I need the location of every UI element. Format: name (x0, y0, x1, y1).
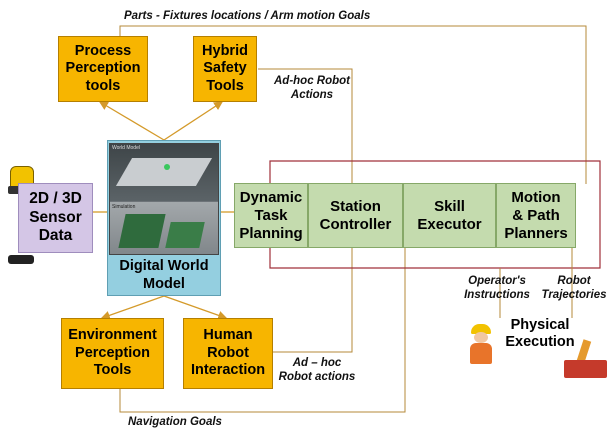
world-model-caption: World Model (112, 145, 140, 151)
environment-perception-label: Environment Perception Tools (68, 327, 157, 379)
operators-instructions-label: Operator's Instructions (464, 275, 530, 302)
adhoc-bottom-line (273, 246, 353, 353)
spoke-hri (163, 295, 228, 320)
simulation-view (110, 202, 218, 255)
adhoc-top-line (258, 68, 353, 186)
human-robot-interaction-box[interactable]: Human Robot Interaction (183, 318, 273, 389)
depth-camera-icon (8, 255, 34, 264)
spoke-environment (100, 295, 165, 320)
sensor-data-label: 2D / 3D Sensor Data (29, 190, 82, 245)
sensor-data-box[interactable]: 2D / 3D Sensor Data (18, 183, 93, 253)
dynamic-task-planning-box[interactable]: Dynamic Task Planning (234, 183, 308, 248)
sim-machine-shape (118, 214, 166, 248)
hybrid-safety-label: Hybrid Safety Tools (202, 42, 248, 94)
process-perception-label: Process Perception tools (65, 42, 141, 94)
spoke-hybrid (163, 101, 224, 141)
motion-path-planners-box[interactable]: Motion & Path Planners (496, 183, 576, 248)
physical-execution-label: Physical Execution (505, 316, 575, 350)
adhoc-top-label: Ad-hoc Robot Actions (273, 75, 350, 102)
dynamic-task-planning-label: Dynamic Task Planning (239, 188, 303, 242)
motion-path-planners-label: Motion & Path Planners (504, 188, 568, 242)
robot-cart-icon (564, 339, 609, 380)
adhoc-bottom-label: Ad – hoc Robot actions (278, 357, 356, 384)
station-controller-box[interactable]: Station Controller (308, 183, 403, 248)
station-controller-label: Station Controller (319, 197, 392, 233)
navigation-goals-line (119, 246, 406, 413)
world-model-screenshot: World Model Simulation (109, 143, 219, 256)
world-model-view (110, 144, 218, 201)
spoke-process (98, 101, 165, 141)
floor-plate-shape (115, 158, 213, 186)
skill-executor-box[interactable]: Skill Executor (403, 183, 496, 248)
robot-base-shape (564, 360, 607, 378)
sim-machine2-shape (165, 222, 205, 248)
skill-executor-label: Skill Executor (417, 197, 482, 233)
simulation-caption: Simulation (112, 204, 136, 210)
navigation-goals-label: Navigation Goals (128, 416, 222, 428)
environment-perception-box[interactable]: Environment Perception Tools (61, 318, 164, 389)
worker-helmet-shape (471, 324, 491, 334)
digital-world-model-box[interactable]: World Model Simulation Digital World Mod… (107, 140, 221, 296)
robot-trajectories-label: Robot Trajectories (541, 275, 607, 302)
digital-world-model-label: Digital World Model (119, 258, 209, 292)
process-perception-box[interactable]: Process Perception tools (58, 36, 148, 102)
worker-body-shape (470, 343, 492, 364)
worker-head-shape (474, 332, 488, 343)
worker-icon (468, 324, 494, 364)
hybrid-safety-box[interactable]: Hybrid Safety Tools (193, 36, 257, 102)
human-robot-interaction-label: Human Robot Interaction (190, 327, 266, 379)
parts-fixtures-line (119, 25, 587, 184)
robot-marker-shape (164, 164, 170, 170)
control-loop-line (269, 160, 601, 269)
parts-fixtures-label: Parts - Fixtures locations / Arm motion … (124, 10, 371, 22)
